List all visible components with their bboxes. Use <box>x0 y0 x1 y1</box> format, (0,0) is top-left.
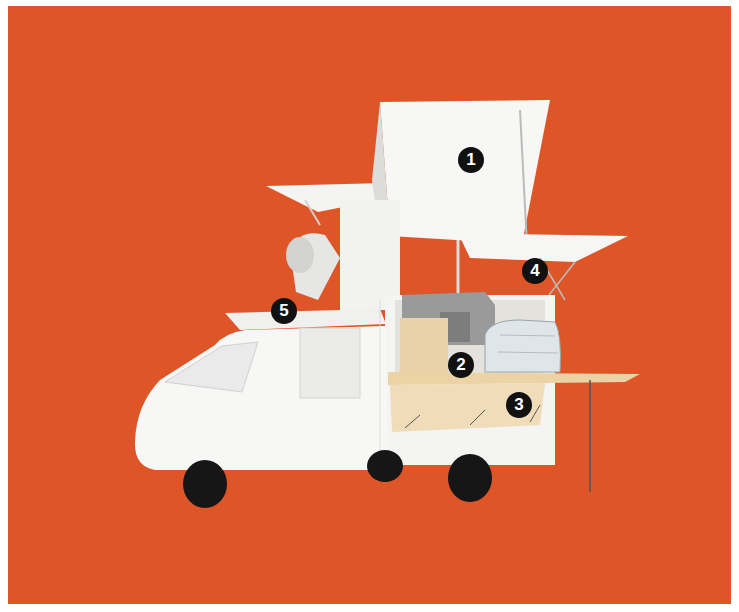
wood-cabinet <box>400 318 448 373</box>
display-case <box>485 320 560 372</box>
support-rod <box>545 262 575 300</box>
body-seam <box>380 300 381 470</box>
case-shelf <box>498 352 558 353</box>
wheel <box>448 454 492 502</box>
pipe-opening <box>286 237 314 273</box>
background <box>8 6 731 604</box>
counter-strut <box>405 415 420 428</box>
callout-number: 4 <box>522 258 548 284</box>
counter-leg <box>589 380 591 492</box>
counter-strut <box>470 410 485 425</box>
support-rod <box>305 200 320 225</box>
callout-number: 2 <box>448 352 474 378</box>
roof-flap <box>380 100 550 244</box>
wheel <box>183 460 227 508</box>
case-shelf <box>500 335 555 336</box>
awning <box>458 233 628 262</box>
cab-roof <box>225 309 386 330</box>
callout-number: 3 <box>506 392 532 418</box>
callout-number: 5 <box>271 298 297 324</box>
counter-panel <box>390 383 545 432</box>
callout-number: 1 <box>458 147 484 173</box>
wheel <box>367 450 403 482</box>
side-window <box>300 328 360 398</box>
upper-body <box>340 200 400 310</box>
counter-top <box>388 372 640 385</box>
truck-cab <box>135 326 388 470</box>
windshield <box>165 342 258 392</box>
awning-post <box>457 240 460 300</box>
